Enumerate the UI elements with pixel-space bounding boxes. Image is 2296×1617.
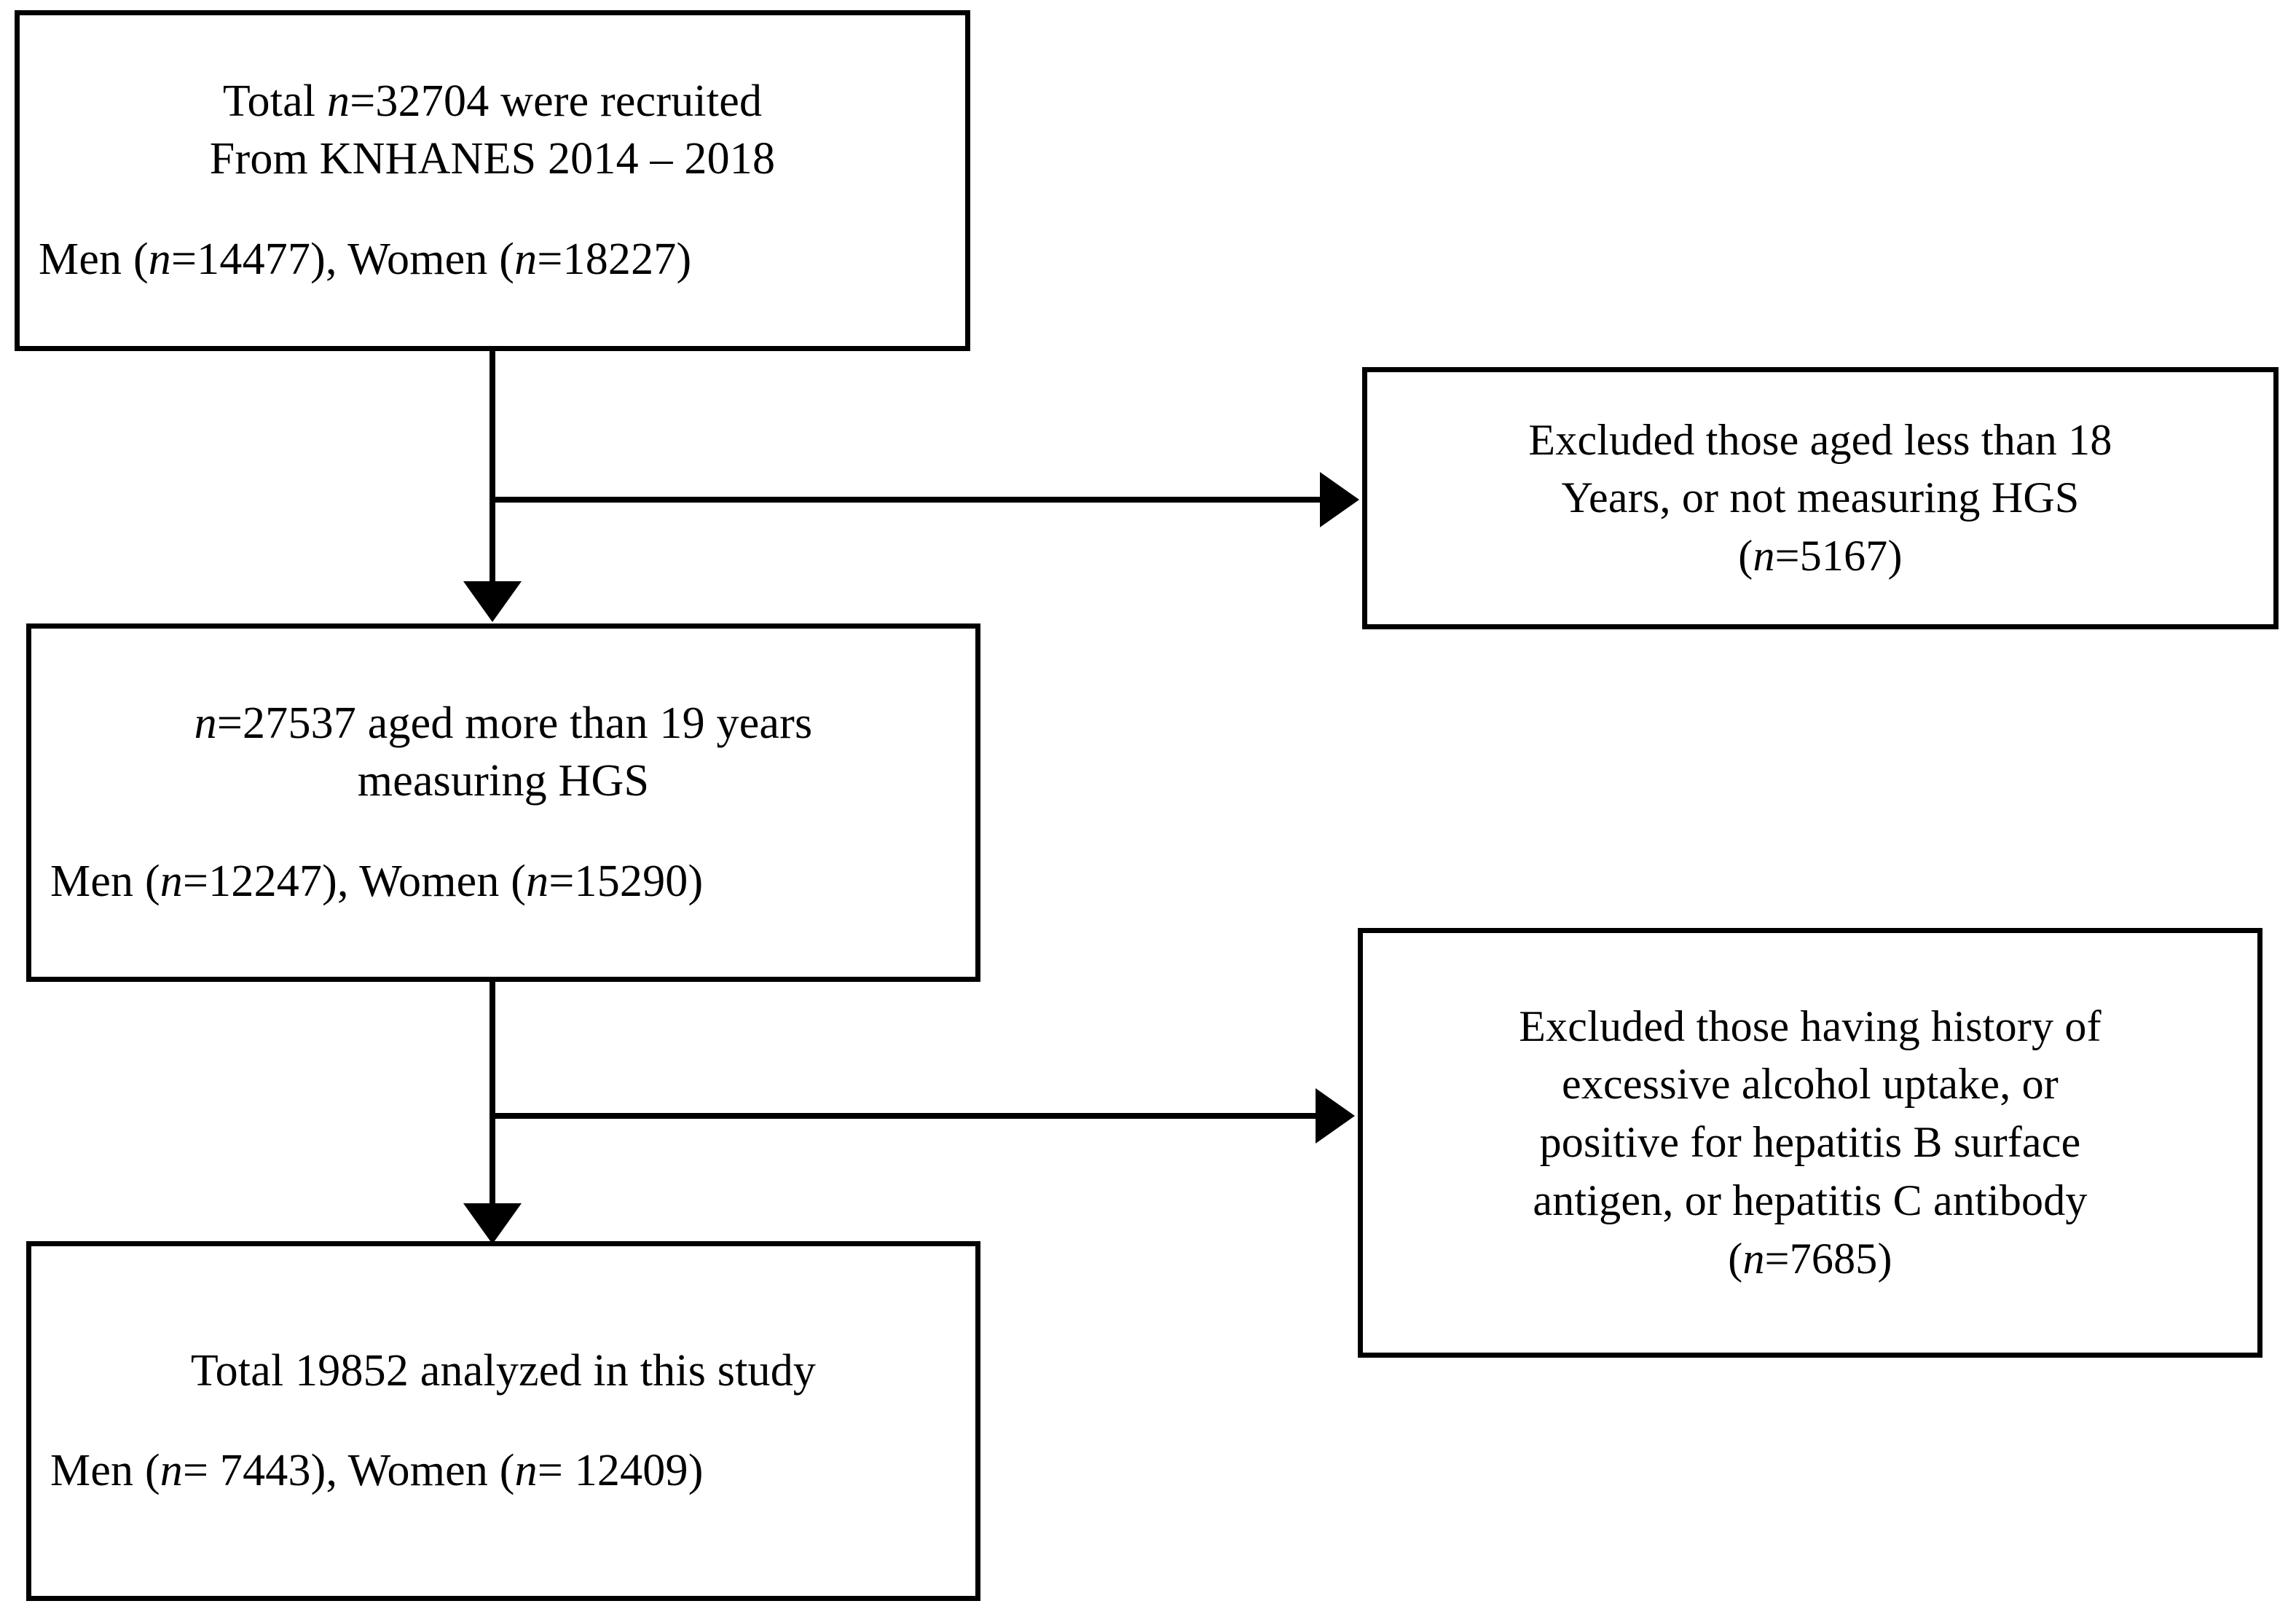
recruited-line-sex: Men (n=14477), Women (n=18227) bbox=[39, 231, 946, 288]
arrow-right-icon bbox=[1316, 1088, 1355, 1144]
box-total-recruited-content: Total n=32704 were recruited From KNHANE… bbox=[20, 73, 965, 288]
box-aged-with-hgs-content: n=27537 aged more than 19 years measurin… bbox=[31, 695, 975, 910]
aged-spacer bbox=[50, 811, 956, 853]
recruited-women-count: =18227) bbox=[537, 234, 692, 284]
connector-1-vertical-line bbox=[490, 351, 495, 583]
arrow-down-icon bbox=[463, 581, 522, 622]
n-symbol: n bbox=[514, 234, 538, 284]
aged-line-sex: Men (n=12247), Women (n=15290) bbox=[50, 853, 956, 910]
aged-line-count: n=27537 aged more than 19 years bbox=[50, 695, 956, 752]
box-aged-with-hgs: n=27537 aged more than 19 years measurin… bbox=[26, 623, 980, 982]
box-excluded-liver: Excluded those having history of excessi… bbox=[1358, 928, 2262, 1358]
excl-age-count: =5167) bbox=[1774, 531, 1903, 580]
analyzed-women-label: = 7443), Women ( bbox=[183, 1446, 515, 1495]
analyzed-women-count: = 12409) bbox=[537, 1446, 704, 1495]
recruited-women-label: =14477), Women ( bbox=[171, 234, 515, 284]
connector-1-horizontal-branch bbox=[492, 497, 1324, 503]
recruited-spacer bbox=[39, 189, 946, 231]
n-symbol: n bbox=[194, 698, 217, 748]
aged-line-measure: measuring HGS bbox=[357, 756, 650, 806]
aged-count-text: =27537 aged more than 19 years bbox=[216, 698, 813, 748]
box-total-analyzed-content: Total 19852 analyzed in this study Men (… bbox=[31, 1342, 975, 1500]
analyzed-line-sex: Men (n= 7443), Women (n= 12409) bbox=[50, 1442, 956, 1500]
n-symbol: n bbox=[1753, 531, 1775, 580]
box-excluded-liver-content: Excluded those having history of excessi… bbox=[1363, 998, 2257, 1289]
recruited-men-label: Men ( bbox=[39, 234, 149, 284]
connector-2-horizontal-branch bbox=[492, 1113, 1320, 1119]
aged-women-count: =15290) bbox=[549, 856, 704, 906]
n-symbol: n bbox=[160, 1446, 183, 1495]
connector-2-vertical-line bbox=[490, 982, 495, 1205]
n-symbol: n bbox=[1742, 1234, 1765, 1283]
aged-women-label: =12247), Women ( bbox=[183, 856, 527, 906]
analyzed-line-total: Total 19852 analyzed in this study bbox=[190, 1345, 817, 1396]
excl-liver-line-count: (n=7685) bbox=[1382, 1230, 2238, 1289]
excl-liver-count: =7685) bbox=[1764, 1234, 1892, 1283]
recruited-line-total: Total n=32704 were recruited bbox=[39, 73, 946, 130]
excl-liver-line-3: positive for hepatitis B surface bbox=[1539, 1118, 2081, 1167]
excl-liver-line-4: antigen, or hepatitis C antibody bbox=[1533, 1176, 2088, 1224]
excl-age-line-2: Years, or not measuring HGS bbox=[1561, 473, 2080, 522]
n-symbol: n bbox=[327, 76, 350, 126]
excl-age-line-1: Excluded those aged less than 18 bbox=[1528, 416, 2112, 465]
recruited-line-source: From KNHANES 2014 – 2018 bbox=[209, 134, 776, 184]
excl-liver-paren-open: ( bbox=[1728, 1234, 1743, 1283]
n-symbol: n bbox=[148, 234, 171, 284]
analyzed-spacer bbox=[50, 1400, 956, 1442]
arrow-right-icon bbox=[1320, 472, 1359, 527]
box-total-analyzed: Total 19852 analyzed in this study Men (… bbox=[26, 1241, 980, 1601]
excl-age-line-count: (n=5167) bbox=[1386, 527, 2254, 585]
aged-men-label: Men ( bbox=[50, 856, 160, 906]
excl-liver-line-1: Excluded those having history of bbox=[1519, 1002, 2102, 1050]
box-excluded-age: Excluded those aged less than 18 Years, … bbox=[1362, 367, 2279, 629]
analyzed-men-label: Men ( bbox=[50, 1446, 160, 1495]
recruited-total-suffix: =32704 were recruited bbox=[350, 76, 763, 126]
arrow-down-icon bbox=[463, 1203, 522, 1244]
recruited-total-prefix: Total bbox=[222, 76, 328, 126]
n-symbol: n bbox=[514, 1446, 538, 1495]
excl-liver-line-2: excessive alcohol uptake, or bbox=[1561, 1060, 2059, 1109]
n-symbol: n bbox=[160, 856, 183, 906]
n-symbol: n bbox=[526, 856, 549, 906]
excl-age-paren-open: ( bbox=[1738, 531, 1753, 580]
box-excluded-age-content: Excluded those aged less than 18 Years, … bbox=[1367, 412, 2273, 585]
box-total-recruited: Total n=32704 were recruited From KNHANE… bbox=[15, 10, 970, 351]
